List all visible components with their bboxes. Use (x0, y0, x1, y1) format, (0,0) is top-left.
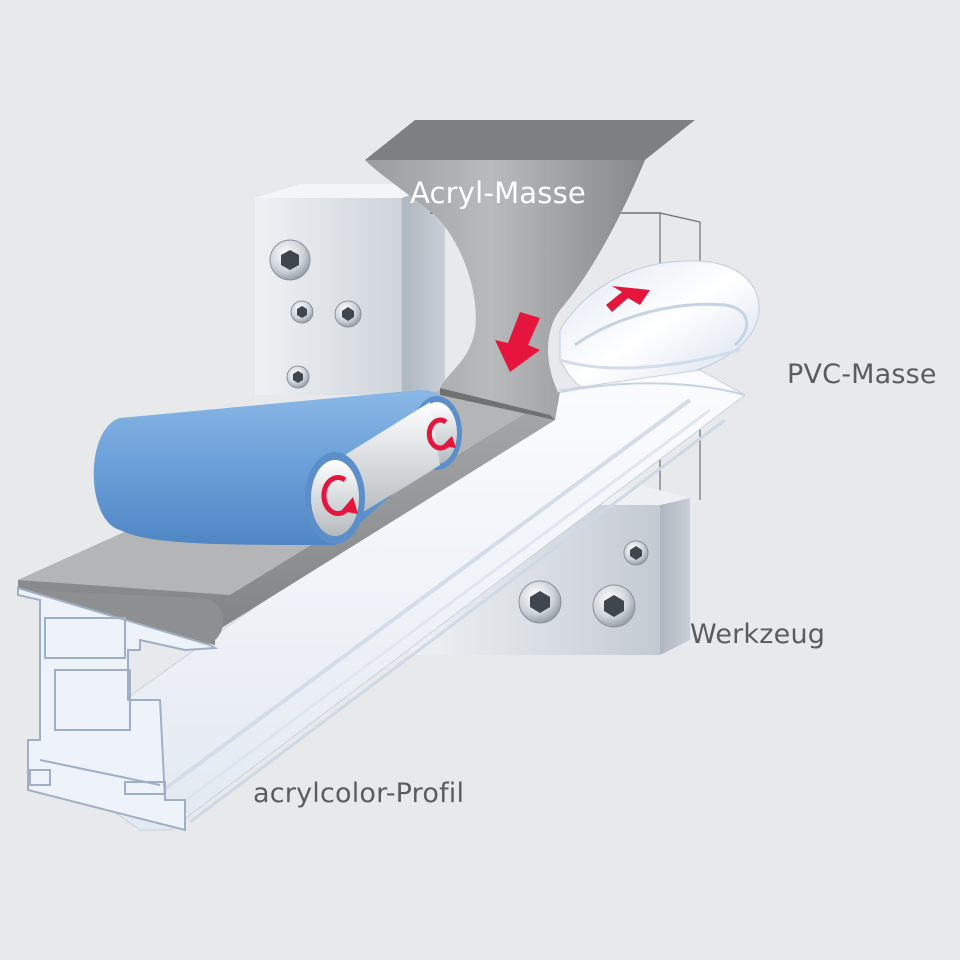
profile-cross-section (17, 586, 219, 832)
pvc-mass (559, 260, 760, 394)
pvc-profile-stream (39, 369, 746, 831)
acrylcolor-profil-label: acrylcolor-Profil (253, 778, 465, 809)
flow-arrow-icon (495, 286, 650, 372)
acryl-masse-label: Acryl-Masse (410, 176, 586, 210)
acryl-hopper (365, 120, 695, 420)
upper-tool-block (255, 184, 445, 395)
pvc-masse-label: PVC-Masse (787, 359, 937, 390)
rotation-arrow-icon (321, 417, 456, 517)
werkzeug-label: Werkzeug (690, 619, 826, 650)
conveyor-belt (93, 390, 462, 545)
hex-socket-screw-icon (269, 239, 649, 628)
